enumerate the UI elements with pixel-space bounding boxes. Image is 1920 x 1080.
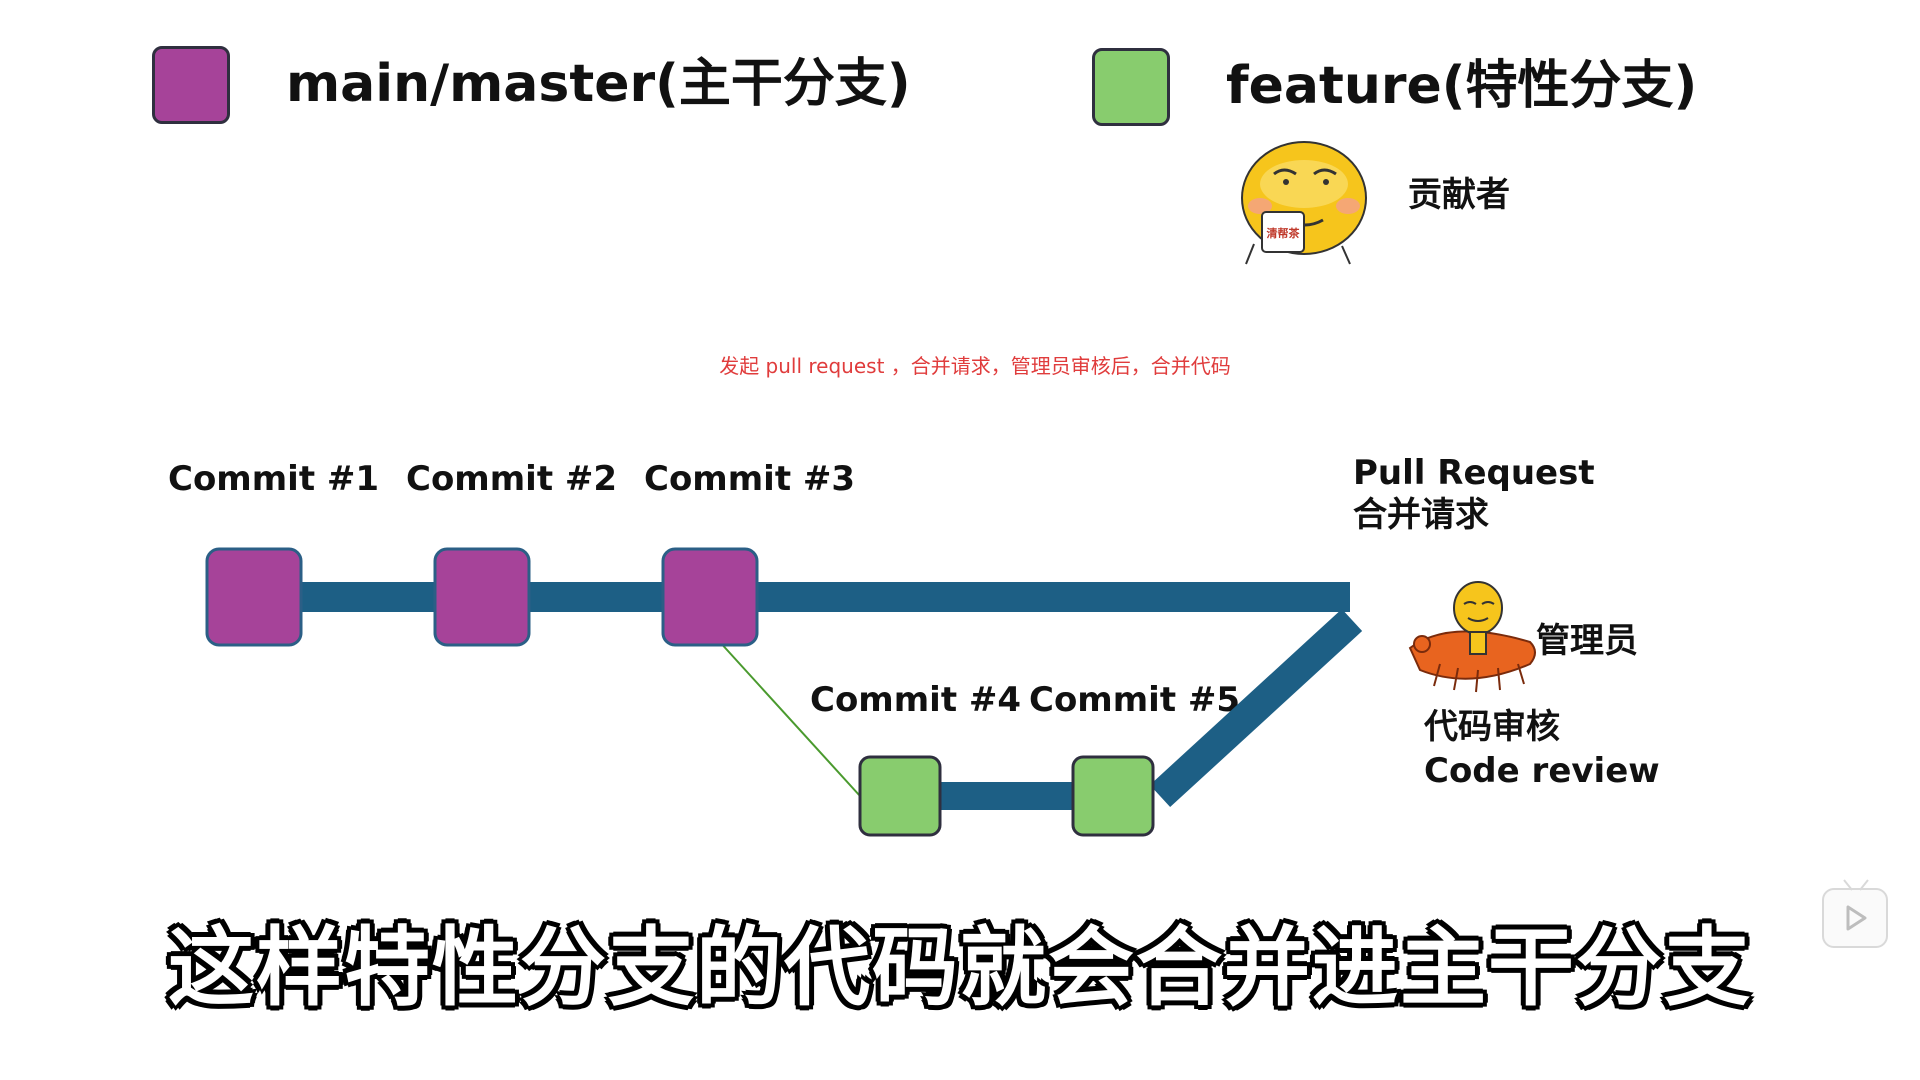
merge-line: [1149, 608, 1363, 808]
pull-request-note: 发起 pull request ，合并请求，管理员审核后，合并代码: [719, 354, 1231, 378]
contributor-label: 贡献者: [1408, 175, 1510, 215]
commit-4-label: Commit #4: [810, 680, 1022, 720]
commit-4-node: [858, 755, 942, 837]
commit-5-label: Commit #5: [1029, 680, 1241, 720]
main-legend-swatch: [152, 46, 230, 124]
commit-3-node: [661, 547, 759, 647]
code-review-subtitle: Code review: [1424, 751, 1660, 791]
play-button-antenna-icon: [1843, 879, 1869, 891]
commit-2-label: Commit #2: [406, 459, 618, 499]
play-icon: [1846, 905, 1867, 931]
admin-avatar-icon: [1408, 581, 1536, 693]
fork-line: [717, 639, 861, 797]
pull-request-subtitle: 合并请求: [1353, 495, 1489, 535]
video-caption: 这样特性分支的代码就会合并进主干分支: [168, 918, 1752, 1018]
play-button[interactable]: [1822, 888, 1888, 948]
commit-5-node: [1071, 755, 1155, 837]
feature-legend-swatch: [1092, 48, 1170, 126]
code-review-title: 代码审核: [1424, 707, 1560, 747]
admin-label: 管理员: [1536, 621, 1638, 661]
commit-3-label: Commit #3: [644, 459, 856, 499]
commit-1-label: Commit #1: [168, 459, 380, 499]
contributor-avatar-icon: 清帮茶: [1241, 141, 1367, 265]
commit-1-node: [205, 547, 303, 647]
pull-request-title: Pull Request: [1353, 453, 1595, 493]
commit-2-node: [433, 547, 531, 647]
main-legend-label: main/master(主干分支): [286, 54, 911, 114]
svg-text:清帮茶: 清帮茶: [1267, 226, 1301, 240]
feature-legend-label: feature(特性分支): [1226, 56, 1698, 116]
